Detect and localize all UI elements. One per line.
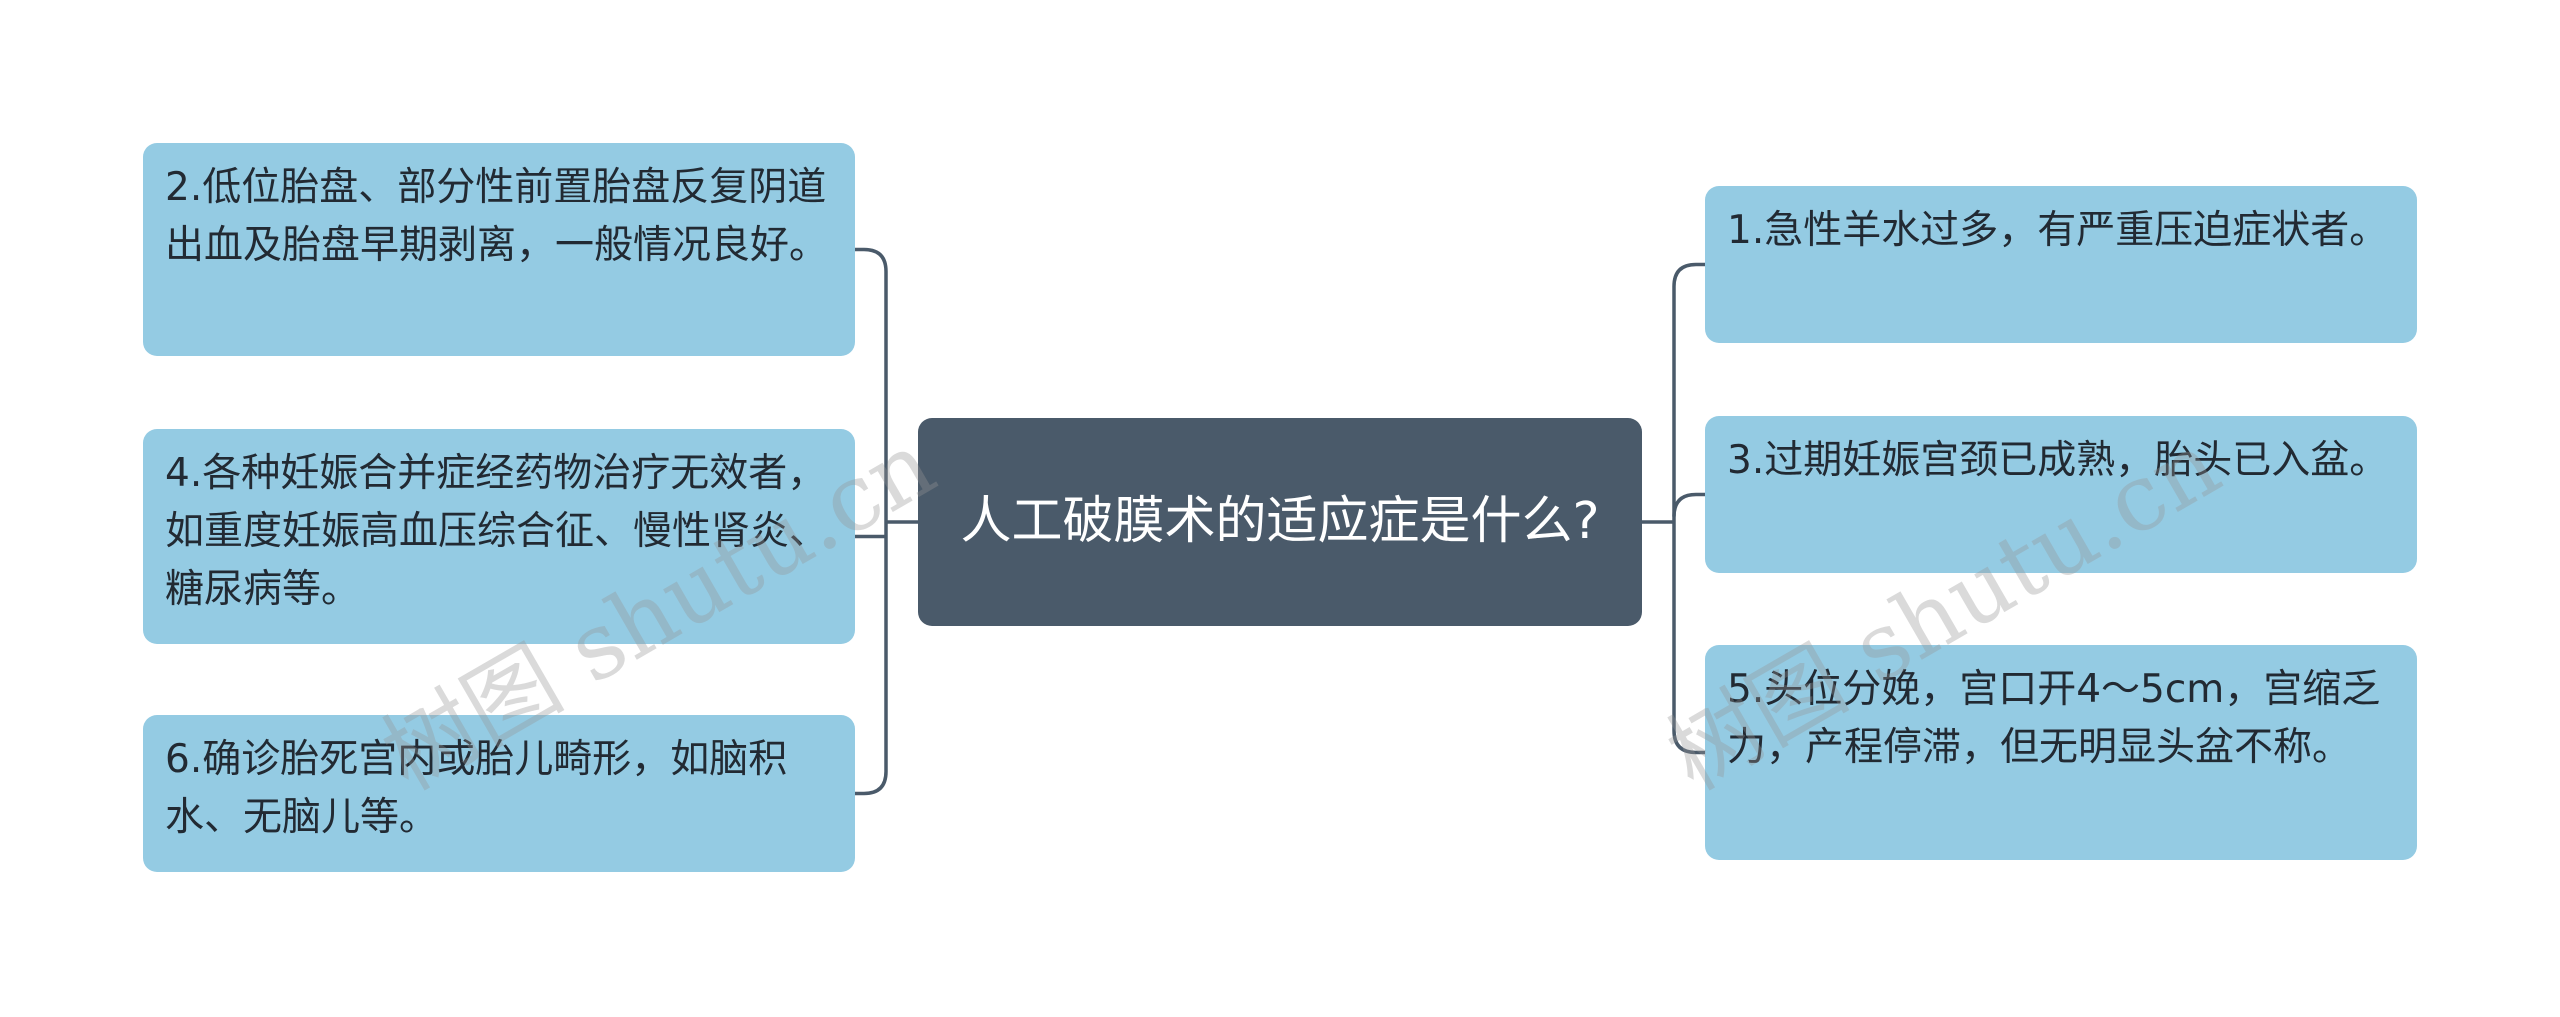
- left-topic-low-placenta[interactable]: 2.低位胎盘、部分性前置胎盘反复阴道出血及胎盘早期剥离，一般情况良好。: [143, 143, 855, 356]
- connector-left-branch-n6: [855, 771, 888, 796]
- left-topic-fetal-death[interactable]: 6.确诊胎死宫内或胎儿畸形，如脑积水、无脑儿等。: [143, 715, 855, 872]
- connector-right-branch-n1: [1672, 262, 1705, 287]
- right-topic-post-term[interactable]: 3.过期妊娠宫颈已成熟，胎头已入盆。: [1705, 416, 2417, 573]
- connector-left-branch-n2: [855, 247, 888, 272]
- central-topic-label: 人工破膜术的适应症是什么?: [960, 492, 1600, 551]
- connector-right-branch-n3: [1672, 492, 1705, 517]
- central-topic[interactable]: 人工破膜术的适应症是什么?: [918, 418, 1642, 626]
- left-topic-pregnancy-complications[interactable]: 4.各种妊娠合并症经药物治疗无效者，如重度妊娠高血压综合征、慢性肾炎、糖尿病等。: [143, 429, 855, 644]
- right-topic-labor-arrest[interactable]: 5.头位分娩，宫口开4～5cm，宫缩乏力，产程停滞，但无明显头盆不称。: [1705, 645, 2417, 860]
- right-topic-polyhydramnios[interactable]: 1.急性羊水过多，有严重压迫症状者。: [1705, 186, 2417, 343]
- connector-right-branch-n5: [1672, 730, 1705, 755]
